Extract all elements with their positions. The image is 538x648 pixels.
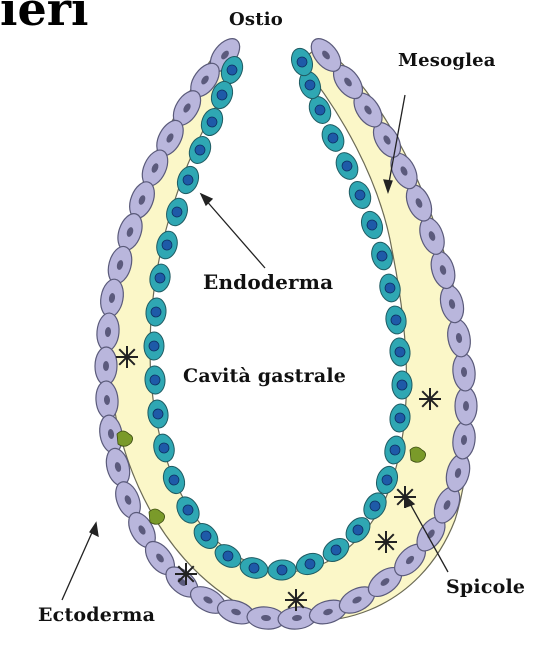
endoderma-arrowhead [201, 194, 212, 205]
spicule [375, 531, 397, 553]
endoderm-cell [144, 332, 164, 360]
label-ostio: Ostio [229, 9, 283, 30]
ectoderm-cell [95, 347, 118, 385]
endoderm-cell [318, 121, 348, 155]
endoderm-cell [345, 178, 374, 212]
spicule [419, 388, 441, 410]
label-ectoderma: Ectoderma [38, 604, 155, 626]
spicule [175, 563, 197, 585]
endoderm-cell [392, 371, 412, 399]
spicule [116, 346, 138, 368]
ectoderma-arrow [62, 528, 94, 600]
endoderm-cell [358, 208, 386, 241]
ectoderm-cell [455, 387, 477, 425]
endoderma-arrow [204, 198, 265, 268]
label-cavita-gastrale: Cavità gastrale [183, 365, 346, 387]
spicule [285, 589, 307, 611]
label-endoderma: Endoderma [203, 270, 333, 294]
endoderm-cell [332, 149, 362, 183]
label-mesoglea: Mesoglea [398, 50, 496, 71]
label-spicole: Spicole [446, 576, 525, 598]
